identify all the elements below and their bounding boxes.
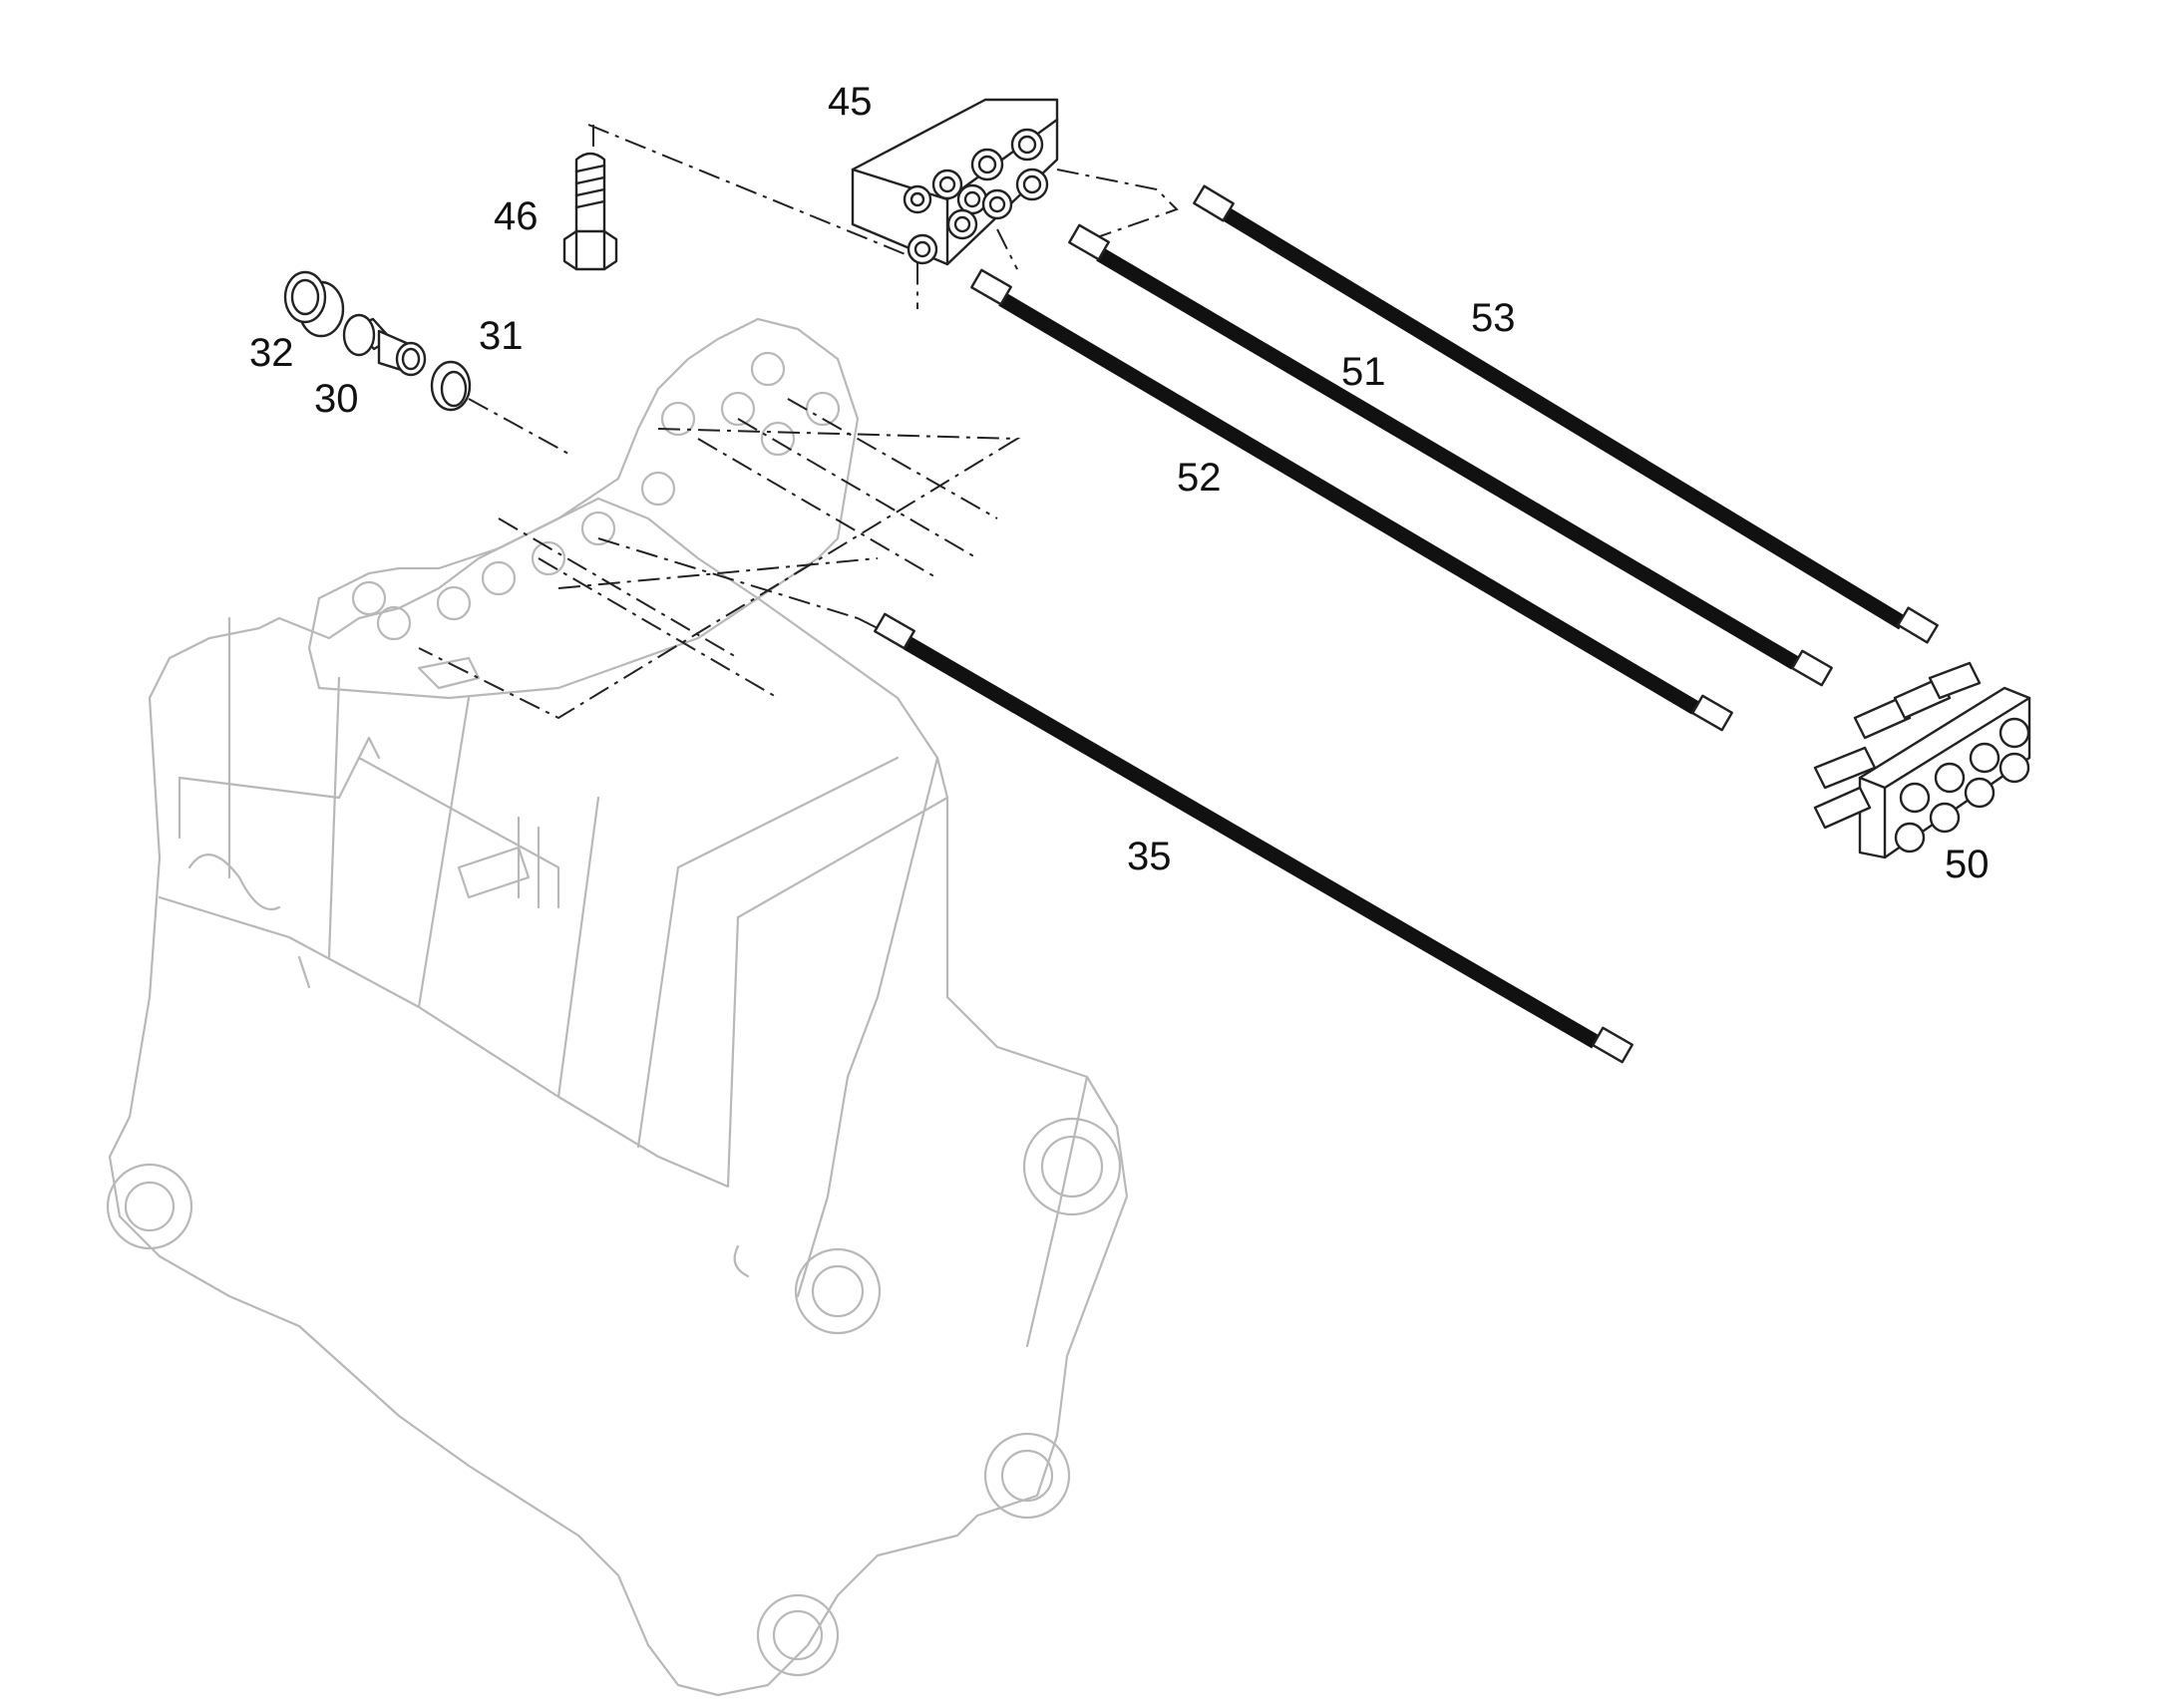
- label-52: 52: [1177, 456, 1222, 500]
- assembly-centerlines: [418, 124, 1179, 720]
- label-53: 53: [1471, 296, 1516, 340]
- boom-body-outline: [106, 497, 1129, 1697]
- hose-part-53: [1193, 184, 1939, 644]
- fitting-part-30: [342, 313, 427, 377]
- label-46: 46: [494, 194, 539, 238]
- part-labels: 45 46 32 30 31 53 51 52 35 50: [249, 80, 1990, 886]
- bolt-part-46: [562, 152, 618, 271]
- valve-block-part-45: [851, 98, 1059, 266]
- label-45: 45: [828, 80, 873, 124]
- distributor-block-part-50: [1813, 661, 2031, 859]
- hose-part-52: [970, 268, 1733, 732]
- snap-ring-part-31: [430, 360, 472, 412]
- valve-ports: [903, 128, 1049, 265]
- label-31: 31: [479, 314, 524, 358]
- label-32: 32: [249, 331, 294, 375]
- distributor-fittings: [1813, 661, 2030, 854]
- hose-part-51: [1068, 223, 1833, 687]
- label-35: 35: [1127, 835, 1172, 878]
- hose-part-35: [874, 612, 1634, 1064]
- sleeve-part-32: [283, 270, 345, 338]
- mounting-bracket-outline: [307, 317, 860, 700]
- label-30: 30: [314, 377, 359, 421]
- label-50: 50: [1945, 843, 1990, 886]
- label-51: 51: [1341, 350, 1386, 394]
